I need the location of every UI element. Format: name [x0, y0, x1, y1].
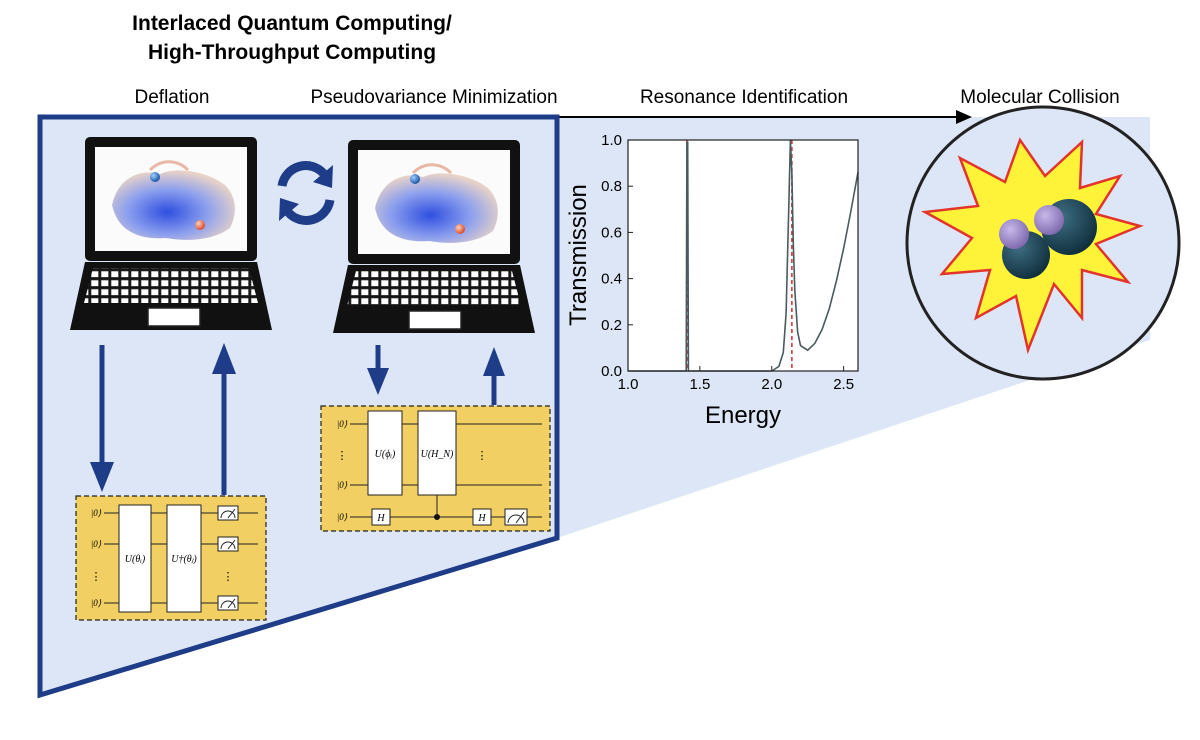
molecular-collision-illustration — [905, 105, 1181, 381]
ket-label: |0⟩ — [337, 419, 348, 429]
energy-surface-image — [112, 160, 235, 240]
down-arrow-icon — [367, 345, 389, 395]
ket-label: |0⟩ — [91, 508, 102, 518]
ket-ellipsis: ⋮ — [337, 450, 348, 462]
ket-ellipsis: ⋮ — [91, 571, 102, 583]
deflation-circuit: |0⟩ |0⟩ ⋮ |0⟩ U(θᵢ) U†(θⱼ) ⋮ — [75, 495, 267, 621]
gate-label: U(θᵢ) — [125, 554, 146, 565]
refresh-cycle-icon — [277, 161, 335, 225]
atom-light — [1034, 205, 1064, 235]
measurement-meter-icon — [217, 595, 239, 611]
figure-title-line2: High-Throughput Computing — [148, 41, 436, 64]
measurement-meter-icon — [504, 508, 528, 526]
laptop-icon — [333, 140, 535, 333]
gate-label: U(H_N) — [421, 449, 454, 460]
transmission-chart: 1.0 1.5 2.0 2.5 0.0 0.2 0.4 0.6 0.8 1.0 Energy Tr… — [565, 132, 859, 429]
measurement-meter-icon — [217, 505, 239, 521]
meter-ellipsis: ⋮ — [223, 571, 234, 583]
gate-label: U†(θⱼ) — [171, 554, 197, 565]
stage-label-pseudovariance: Pseudovariance Minimization — [310, 87, 557, 108]
measurement-meter-icon — [217, 536, 239, 552]
plot-frame — [627, 139, 859, 372]
stage-label-resonance: Resonance Identification — [640, 87, 848, 108]
y-tick-label: 0.6 — [601, 224, 622, 241]
y-tick-label: 0.4 — [601, 271, 622, 288]
down-arrow-icon — [90, 345, 114, 492]
atom-light — [999, 219, 1029, 249]
up-arrow-icon — [212, 343, 236, 495]
y-tick-label: 1.0 — [601, 132, 622, 149]
ket-label: |0⟩ — [91, 539, 102, 549]
laptop-icon — [70, 137, 272, 330]
y-tick-label: 0.2 — [601, 317, 622, 334]
y-tick-label: 0.8 — [601, 178, 622, 195]
control-dot — [434, 514, 440, 520]
x-tick-label: 2.5 — [833, 376, 854, 393]
energy-surface-image — [375, 163, 498, 243]
hadamard-gate: H — [376, 513, 385, 524]
ket-label: |0⟩ — [91, 598, 102, 608]
x-axis-label: Energy — [705, 402, 781, 429]
y-tick-label: 0.0 — [601, 363, 622, 380]
stage-label-collision: Molecular Collision — [960, 87, 1119, 108]
wire-ellipsis: ⋮ — [477, 450, 488, 462]
x-tick-label: 1.5 — [689, 376, 710, 393]
up-arrow-icon — [483, 347, 505, 405]
ket-label: |0⟩ — [337, 480, 348, 490]
plot-area — [628, 140, 858, 371]
pseudovariance-circuit: |0⟩ ⋮ |0⟩ |0⟩ U(ϕᵢ) U(H_N) H H ⋮ — [320, 405, 551, 532]
x-tick-label: 2.0 — [761, 376, 782, 393]
hadamard-gate: H — [477, 513, 486, 524]
figure-title-line1: Interlaced Quantum Computing/ — [132, 12, 452, 35]
flow-arrow-head-icon — [956, 110, 972, 124]
gate-label: U(ϕᵢ) — [375, 449, 396, 460]
y-axis-label: Transmission — [565, 184, 592, 326]
stage-label-deflation: Deflation — [135, 87, 210, 108]
ket-label: |0⟩ — [337, 512, 348, 522]
x-tick-label: 1.0 — [618, 376, 639, 393]
